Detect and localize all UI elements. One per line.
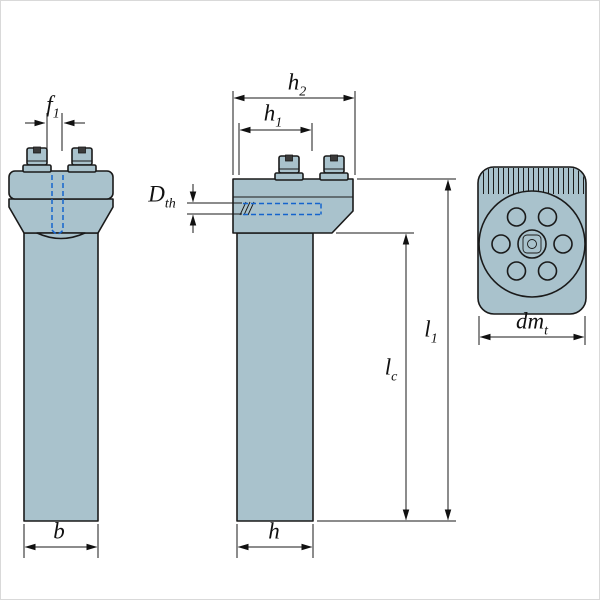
dim-label-lc: lc — [385, 356, 398, 385]
dim-label-dmt: dmt — [516, 310, 548, 339]
clamp-screw — [274, 154, 304, 181]
dim-label-Dth-sub: th — [164, 196, 176, 212]
dimension-dmt — [478, 316, 586, 345]
dim-label-b-base: b — [53, 518, 65, 544]
dim-label-h-base: h — [268, 518, 280, 544]
dim-label-f1-sub: 1 — [52, 106, 60, 122]
side-shank — [236, 232, 314, 522]
bolt-holes — [491, 207, 573, 281]
dim-label-dmt-base: dm — [515, 308, 545, 334]
dim-label-l1-base: l — [424, 316, 431, 342]
dim-label-l1: l1 — [424, 318, 437, 347]
threaded-bore — [239, 201, 322, 216]
side-head — [232, 178, 354, 234]
dimension-f1 — [25, 113, 85, 151]
serration-hatch — [480, 168, 584, 194]
hidden-thread-hole — [51, 175, 64, 235]
dim-label-h1-base: h — [263, 100, 276, 126]
dim-label-Dth: Dth — [148, 183, 176, 212]
dim-label-h2: h2 — [288, 71, 307, 100]
side-view — [187, 91, 456, 558]
clamp-screw — [319, 154, 349, 181]
front-head-nose-arc — [36, 232, 86, 240]
screw-slot — [330, 154, 338, 162]
dim-label-h2-base: h — [287, 69, 300, 95]
dimension-b — [23, 524, 99, 558]
clamp-screw — [67, 146, 97, 173]
dim-label-h1-sub: 1 — [275, 115, 283, 131]
front-head-lower — [8, 198, 114, 234]
dim-label-l1-sub: 1 — [430, 331, 438, 347]
dim-label-lc-base: l — [384, 354, 392, 380]
dimension-lc — [336, 232, 414, 521]
dimension-Dth — [187, 184, 242, 233]
dim-label-h2-sub: 2 — [299, 84, 307, 100]
dim-label-b: b — [53, 520, 65, 549]
dim-label-Dth-base: D — [148, 181, 165, 207]
dimension-l1 — [317, 178, 456, 522]
clamp-screw — [22, 146, 52, 173]
dimension-h2 — [232, 91, 356, 175]
screw-slot — [285, 154, 293, 162]
dim-label-lc-sub: c — [391, 369, 398, 385]
screw-slot — [78, 146, 86, 154]
front-view — [8, 113, 114, 558]
dim-label-f1-base: f — [46, 91, 53, 117]
end-view — [477, 166, 587, 345]
dimension-h1 — [238, 123, 313, 175]
front-shank — [23, 232, 99, 522]
dim-label-dmt-sub: t — [544, 323, 549, 339]
dim-label-h: h — [268, 520, 280, 549]
center-coupling — [517, 229, 547, 259]
dimension-h — [236, 524, 314, 558]
front-head-top — [8, 170, 114, 200]
dim-label-h1: h1 — [264, 102, 283, 131]
screw-slot — [33, 146, 41, 154]
dim-label-f1: f1 — [46, 93, 59, 122]
